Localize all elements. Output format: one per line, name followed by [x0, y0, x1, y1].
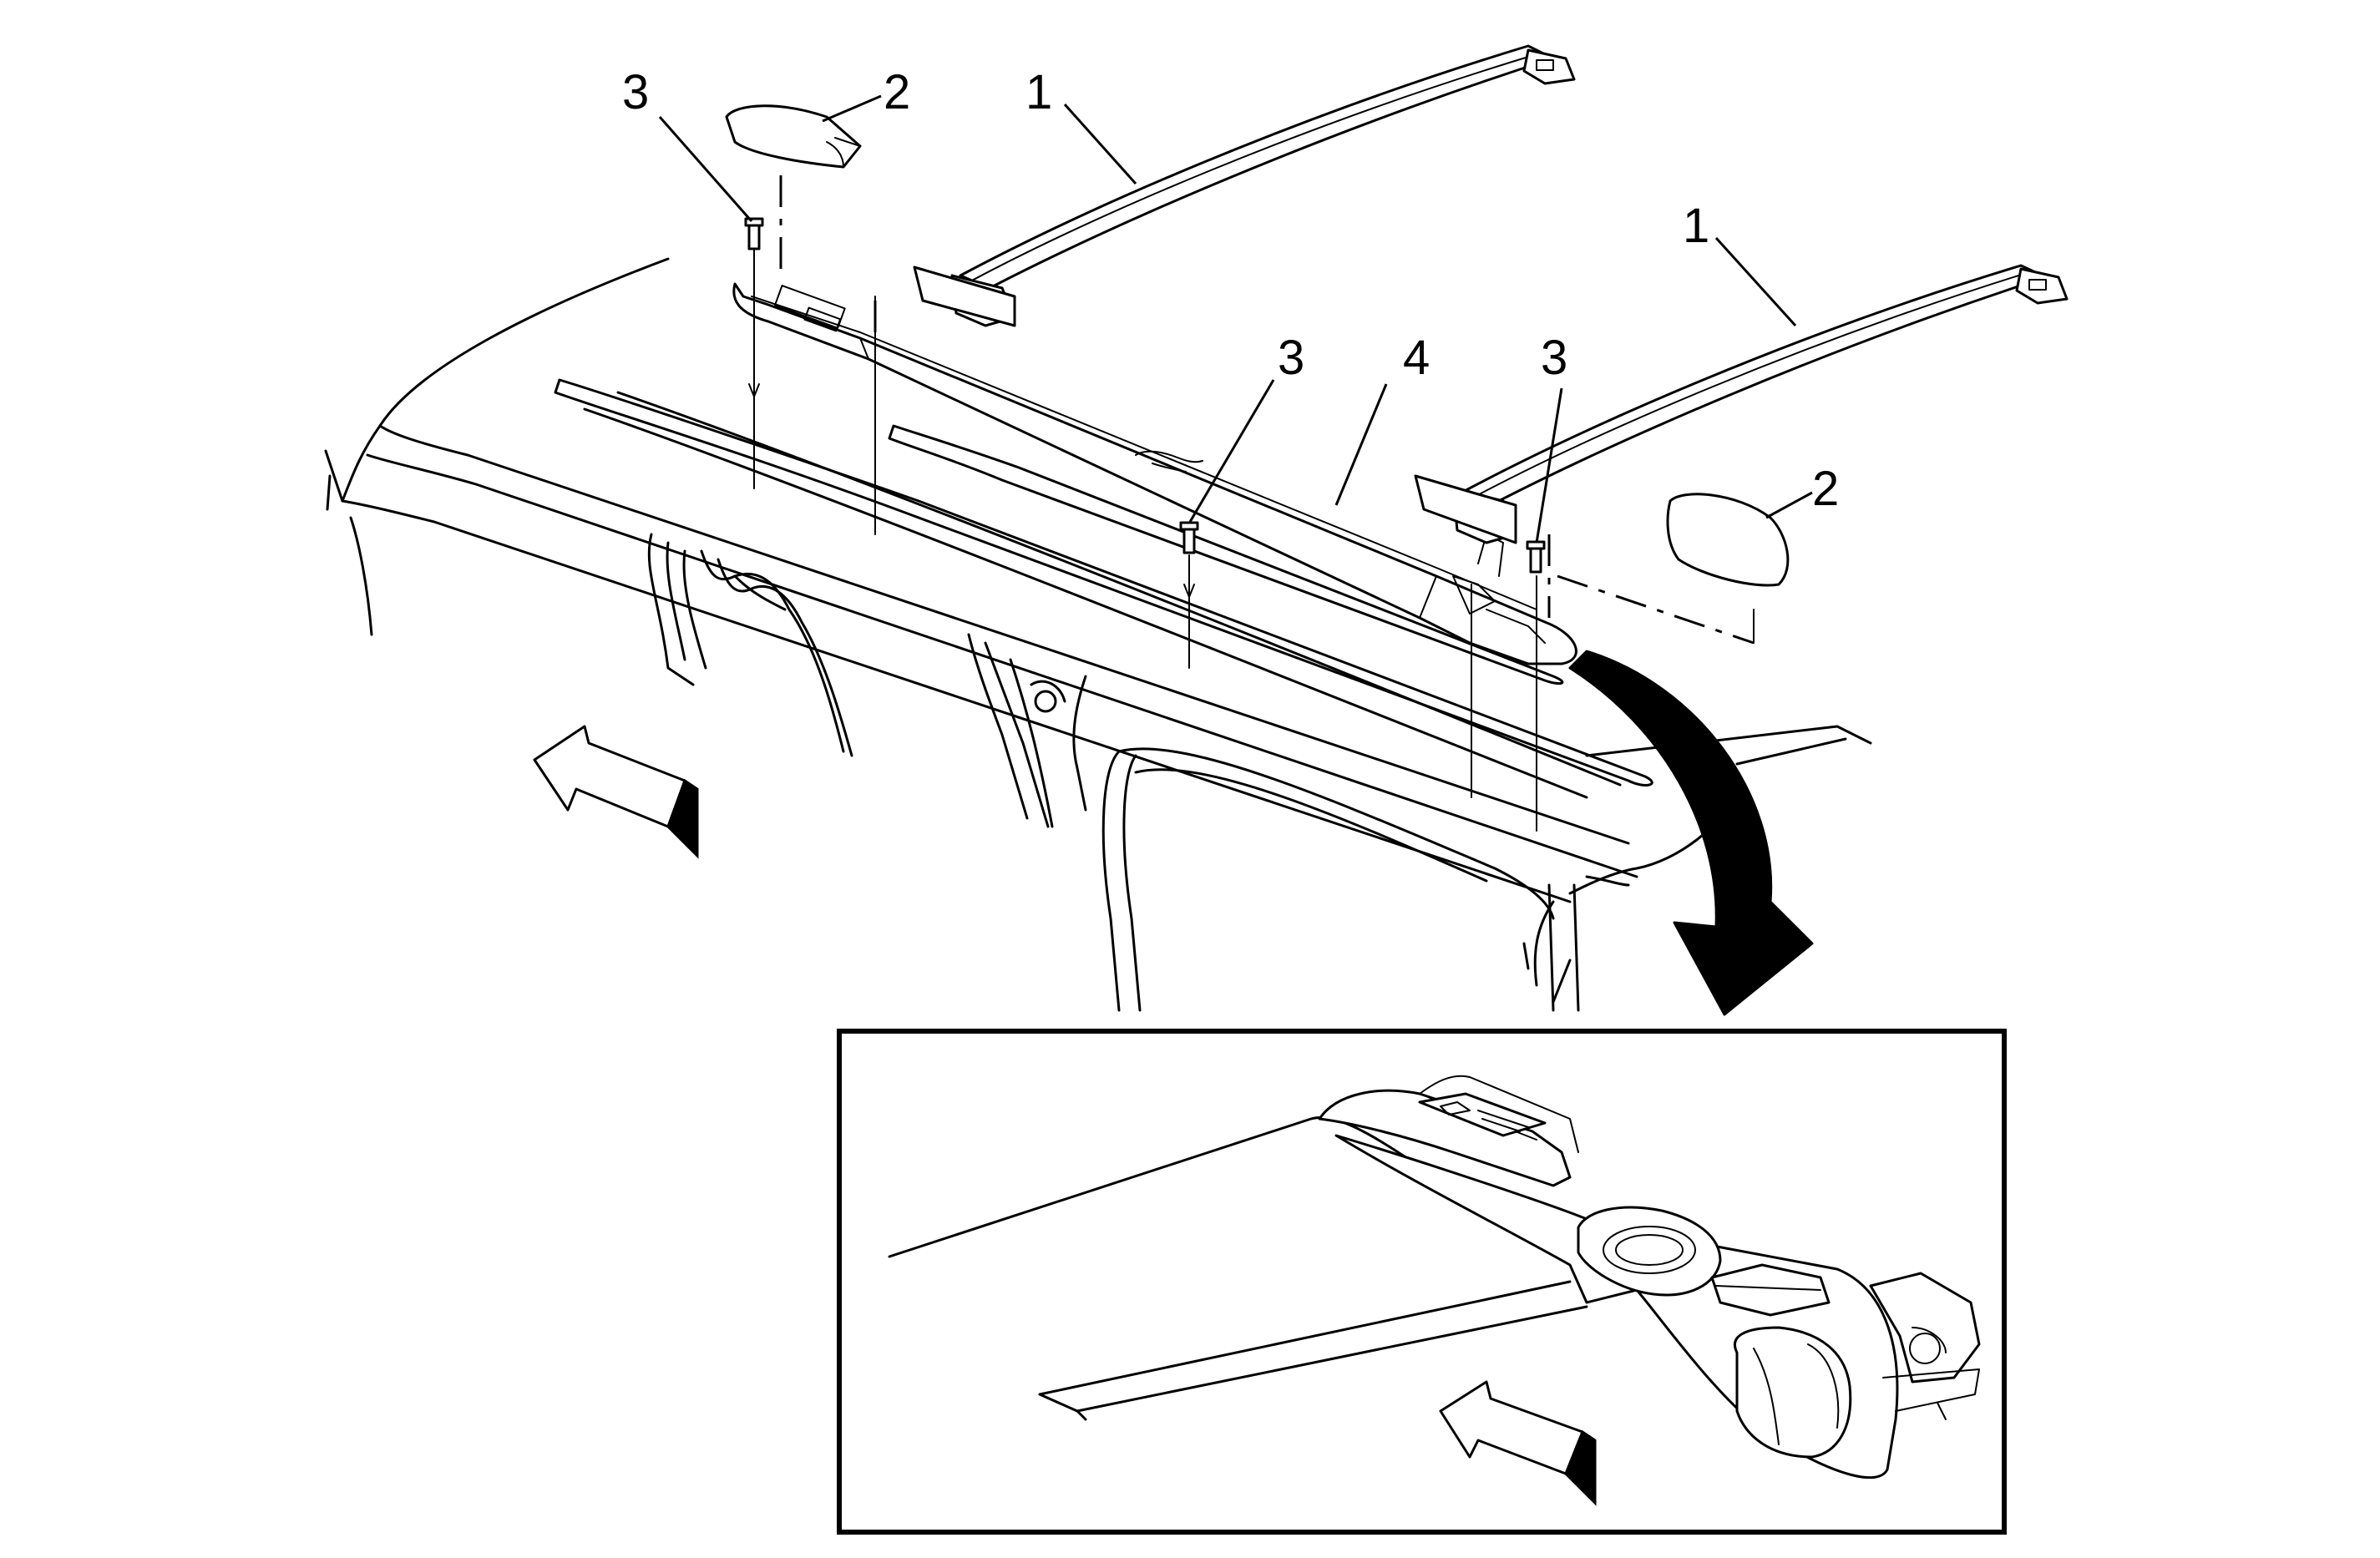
detail-arrow	[1568, 650, 1814, 1016]
bolt-rear	[1526, 540, 1546, 574]
callout-crossbar-rear: 1	[1683, 199, 1709, 253]
vehicle-roof	[324, 257, 1872, 1012]
callout-bolt-front: 3	[622, 65, 649, 119]
callout-bolt-rear: 3	[1541, 331, 1567, 385]
end-cap-front	[725, 104, 862, 169]
bolt-front	[744, 217, 764, 250]
end-cap-rear	[1666, 493, 1790, 587]
detail-inset	[837, 1029, 2007, 1535]
callout-end-cap-front: 2	[884, 65, 910, 119]
callout-labels: 3 2 1 1 3 4 3 2	[622, 65, 1839, 516]
bolt-middle	[1179, 521, 1199, 554]
callout-leaders	[658, 94, 1813, 544]
front-direction-arrow	[533, 725, 699, 859]
callout-end-cap-rear: 2	[1812, 462, 1839, 516]
side-rail	[732, 282, 1577, 665]
callout-side-rail: 4	[1403, 331, 1430, 385]
callout-crossbar-front: 1	[1025, 65, 1052, 119]
callout-bolt-middle: 3	[1278, 331, 1304, 385]
assembly-lines	[748, 175, 1755, 832]
door-frames	[647, 533, 1555, 1012]
crossbar-rear	[1414, 264, 2069, 544]
crossbar-front	[913, 44, 1576, 327]
